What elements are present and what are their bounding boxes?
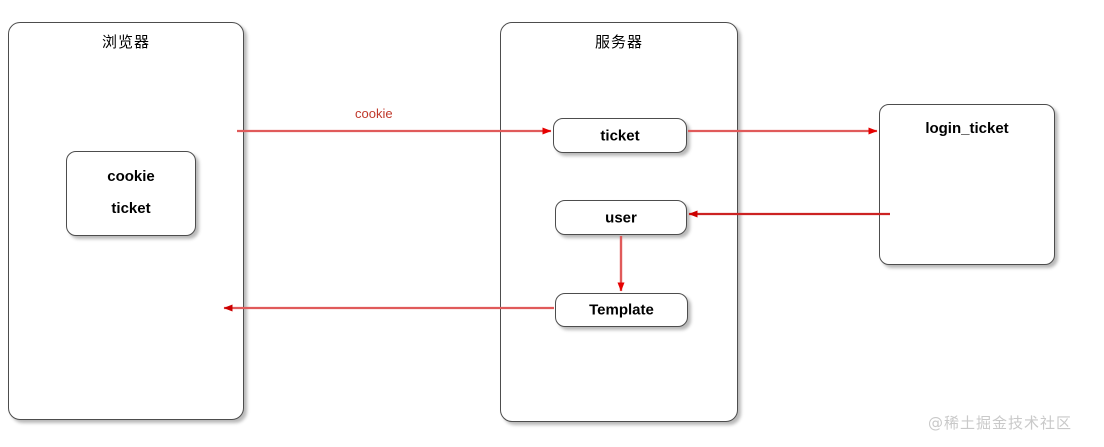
watermark: @稀土掘金技术社区 <box>928 414 1073 432</box>
node-template-label: Template <box>589 301 654 319</box>
node-login-ticket: login_ticket <box>879 104 1055 265</box>
node-cookie-ticket: cookie ticket <box>66 151 196 236</box>
edge-label-cookie: cookie <box>355 106 393 121</box>
node-cookie-ticket-line-1: cookie <box>107 168 155 185</box>
container-server: 服务器 <box>500 22 738 422</box>
node-cookie-ticket-line-2: ticket <box>111 200 151 217</box>
node-template: Template <box>555 293 688 327</box>
node-user-label: user <box>605 209 637 226</box>
node-ticket-label: ticket <box>600 127 640 144</box>
node-ticket: ticket <box>553 118 687 153</box>
node-user: user <box>555 200 687 235</box>
container-browser-title: 浏览器 <box>101 33 150 51</box>
node-login-ticket-label: login_ticket <box>925 120 1009 137</box>
container-server-title: 服务器 <box>594 33 643 51</box>
